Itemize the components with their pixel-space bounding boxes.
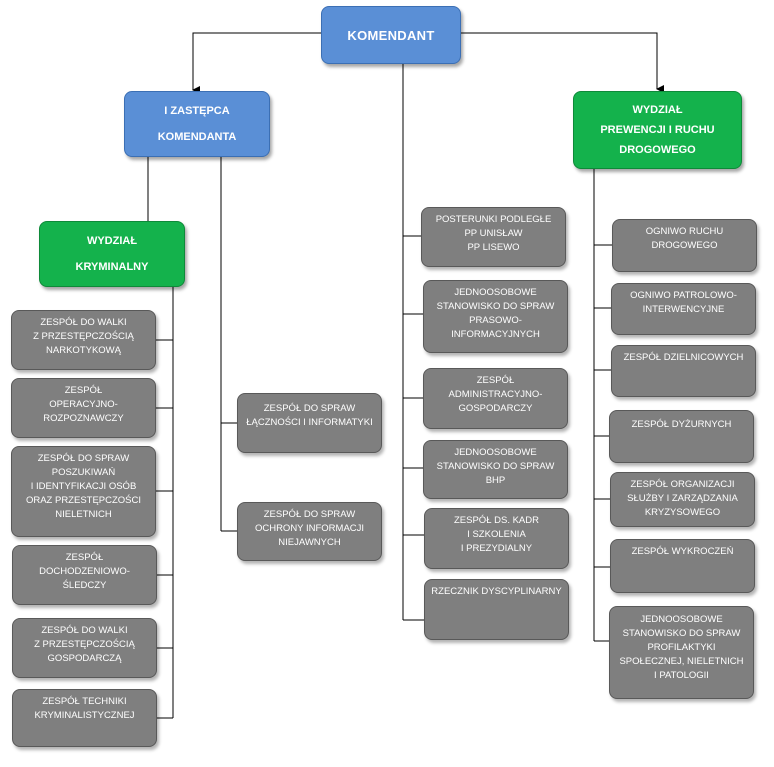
unit-text-line: ZESPÓŁ DO WALKI — [40, 317, 127, 328]
unit-text-line: Z PRZESTĘPCZOŚCIĄ — [33, 331, 134, 342]
criminal-line-2: KRYMINALNY — [75, 261, 149, 273]
unit-text-line: POSZUKIWAŃ — [51, 467, 116, 478]
prevention-unit-prophylaxis: JEDNOOSOBOWE STANOWISKO DO SPRAW PROFILA… — [609, 606, 754, 699]
unit-text-line: ZESPÓŁ DO SPRAW — [263, 403, 356, 414]
unit-text-line: STANOWISKO DO SPRAW — [436, 301, 555, 312]
unit-text-line: ZESPÓŁ DO SPRAW — [37, 453, 130, 464]
unit-text-line: OCHRONY INFORMACJI — [254, 523, 365, 534]
unit-text-line: ZESPÓŁ DS. KADR — [454, 515, 539, 526]
unit-text-line: ZESPÓŁ DO WALKI — [41, 625, 128, 636]
unit-text-line: JEDNOOSOBOWE — [454, 447, 537, 458]
deputy-box: I ZASTĘPCA KOMENDANTA — [124, 91, 270, 157]
unit-text-line: ŚLEDCZY — [62, 580, 107, 591]
commander-title: KOMENDANT — [347, 27, 435, 43]
unit-text-line: ZESPÓŁ — [65, 552, 104, 563]
unit-text-line: BHP — [485, 475, 506, 486]
unit-text-line: SPOŁECZNEJ, NIELETNICH — [619, 656, 744, 667]
unit-text-line: GOSPODARCZĄ — [47, 653, 122, 664]
unit-text-line: ZESPÓŁ DYŻURNYCH — [631, 419, 732, 430]
unit-text-line: DOCHODZENIOWO- — [39, 566, 130, 577]
prevention-unit-district: ZESPÓŁ DZIELNICOWYCH — [611, 345, 756, 397]
criminal-unit-economic: ZESPÓŁ DO WALKI Z PRZESTĘPCZOŚCIĄ GOSPOD… — [12, 618, 157, 678]
deputy-line-1: I ZASTĘPCA — [164, 105, 230, 117]
unit-text-line: ZESPÓŁ — [64, 385, 103, 396]
unit-text-line: OGNIWO PATROLOWO- — [630, 290, 737, 301]
unit-text-line: ZESPÓŁ ORGANIZACJI — [630, 479, 735, 490]
criminal-unit-investigation: ZESPÓŁ DOCHODZENIOWO- ŚLEDCZY — [12, 545, 157, 605]
unit-text-line: ORAZ PRZESTĘPCZOŚCI — [25, 495, 142, 506]
prevention-line-2: PREWENCJI I RUCHU — [600, 124, 715, 136]
unit-text-line: KRYMINALISTYCZNEJ — [34, 710, 135, 721]
deputy-unit-classified: ZESPÓŁ DO SPRAW OCHRONY INFORMACJI NIEJA… — [237, 502, 382, 561]
unit-text-line: POSTERUNKI PODLEGŁE — [435, 214, 552, 225]
criminal-unit-search: ZESPÓŁ DO SPRAW POSZUKIWAŃ I IDENTYFIKAC… — [11, 446, 156, 537]
unit-text-line: ZESPÓŁ — [476, 375, 515, 386]
commander-box: KOMENDANT — [321, 6, 461, 64]
unit-text-line: I IDENTYFIKACJI OSÓB — [30, 481, 137, 492]
criminal-line-1: WYDZIAŁ — [86, 235, 138, 247]
commander-unit-hr: ZESPÓŁ DS. KADR I SZKOLENIA I PREZYDIALN… — [424, 508, 569, 569]
line-to-prevention — [461, 32, 664, 93]
commander-unit-admin: ZESPÓŁ ADMINISTRACYJNO- GOSPODARCZY — [423, 368, 568, 429]
unit-text-line: ZESPÓŁ TECHNIKI — [42, 696, 127, 707]
prevention-line-3: DROGOWEGO — [619, 144, 696, 156]
unit-text-line: RZECZNIK DYSCYPLINARNY — [431, 586, 562, 597]
unit-text-line: INTERWENCYJNE — [642, 304, 725, 315]
unit-text-line: SŁUŻBY I ZARZĄDZANIA — [627, 493, 738, 504]
unit-text-line: Z PRZESTĘPCZOŚCIĄ — [34, 639, 135, 650]
deputy-unit-it: ZESPÓŁ DO SPRAW ŁĄCZNOŚCI I INFORMATYKI — [237, 393, 382, 453]
unit-text-line: ROZPOZNAWCZY — [43, 413, 124, 424]
commander-unit-disciplinary: RZECZNIK DYSCYPLINARNY — [424, 579, 569, 640]
prevention-line-1: WYDZIAŁ — [632, 104, 683, 116]
unit-text-line: INFORMACYJNYCH — [451, 329, 540, 340]
commander-unit-press: JEDNOOSOBOWE STANOWISKO DO SPRAW PRASOWO… — [423, 280, 568, 353]
prevention-unit-traffic: OGNIWO RUCHU DROGOWEGO — [612, 219, 757, 272]
unit-text-line: KRYZYSOWEGO — [644, 507, 721, 518]
unit-text-line: ZESPÓŁ DZIELNICOWYCH — [623, 352, 744, 363]
criminal-unit-narcotics: ZESPÓŁ DO WALKI Z PRZESTĘPCZOŚCIĄ NARKOT… — [11, 310, 156, 370]
prevention-unit-offenses: ZESPÓŁ WYKROCZEŃ — [610, 539, 755, 593]
commander-unit-stations: POSTERUNKI PODLEGŁE PP UNISŁAW PP LISEWO — [421, 207, 566, 267]
line-to-deputy — [192, 32, 321, 94]
unit-text-line: NIELETNICH — [55, 509, 112, 520]
unit-text-line: STANOWISKO DO SPRAW — [622, 628, 741, 639]
criminal-box: WYDZIAŁ KRYMINALNY — [39, 221, 185, 287]
unit-text-line: PP LISEWO — [467, 242, 520, 253]
unit-text-line: PRASOWO- — [469, 315, 522, 326]
prevention-unit-duty: ZESPÓŁ DYŻURNYCH — [609, 410, 754, 463]
unit-text-line: NARKOTYKOWĄ — [46, 345, 121, 356]
criminal-unit-operational: ZESPÓŁ OPERACYJNO- ROZPOZNAWCZY — [11, 378, 156, 438]
unit-text-line: PP UNISŁAW — [464, 228, 523, 239]
unit-text-line: NIEJAWNYCH — [278, 537, 341, 548]
unit-text-line: OPERACYJNO- — [49, 399, 118, 410]
unit-text-line: JEDNOOSOBOWE — [454, 287, 537, 298]
prevention-unit-crisis: ZESPÓŁ ORGANIZACJI SŁUŻBY I ZARZĄDZANIA … — [610, 472, 755, 527]
unit-text-line: GOSPODARCZY — [458, 403, 533, 414]
unit-text-line: I PREZYDIALNY — [460, 543, 533, 554]
prevention-box: WYDZIAŁ PREWENCJI I RUCHU DROGOWEGO — [573, 91, 742, 169]
unit-text-line: DROGOWEGO — [651, 240, 718, 251]
unit-text-line: ZESPÓŁ DO SPRAW — [263, 509, 356, 520]
prevention-unit-patrol: OGNIWO PATROLOWO- INTERWENCYJNE — [611, 283, 756, 335]
criminal-unit-forensics: ZESPÓŁ TECHNIKI KRYMINALISTYCZNEJ — [12, 689, 157, 747]
unit-text-line: ADMINISTRACYJNO- — [448, 389, 543, 400]
unit-text-line: JEDNOOSOBOWE — [640, 614, 723, 625]
unit-text-line: I SZKOLENIA — [467, 529, 526, 540]
unit-text-line: STANOWISKO DO SPRAW — [436, 461, 555, 472]
unit-text-line: I PATOLOGII — [654, 670, 709, 681]
unit-text-line: PROFILAKTYKI — [647, 642, 716, 653]
unit-text-line: OGNIWO RUCHU — [645, 226, 724, 237]
commander-unit-bhp: JEDNOOSOBOWE STANOWISKO DO SPRAW BHP — [423, 440, 568, 499]
unit-text-line: ZESPÓŁ WYKROCZEŃ — [631, 546, 734, 557]
unit-text-line: ŁĄCZNOŚCI I INFORMATYKI — [246, 417, 373, 428]
deputy-line-2: KOMENDANTA — [157, 131, 237, 143]
